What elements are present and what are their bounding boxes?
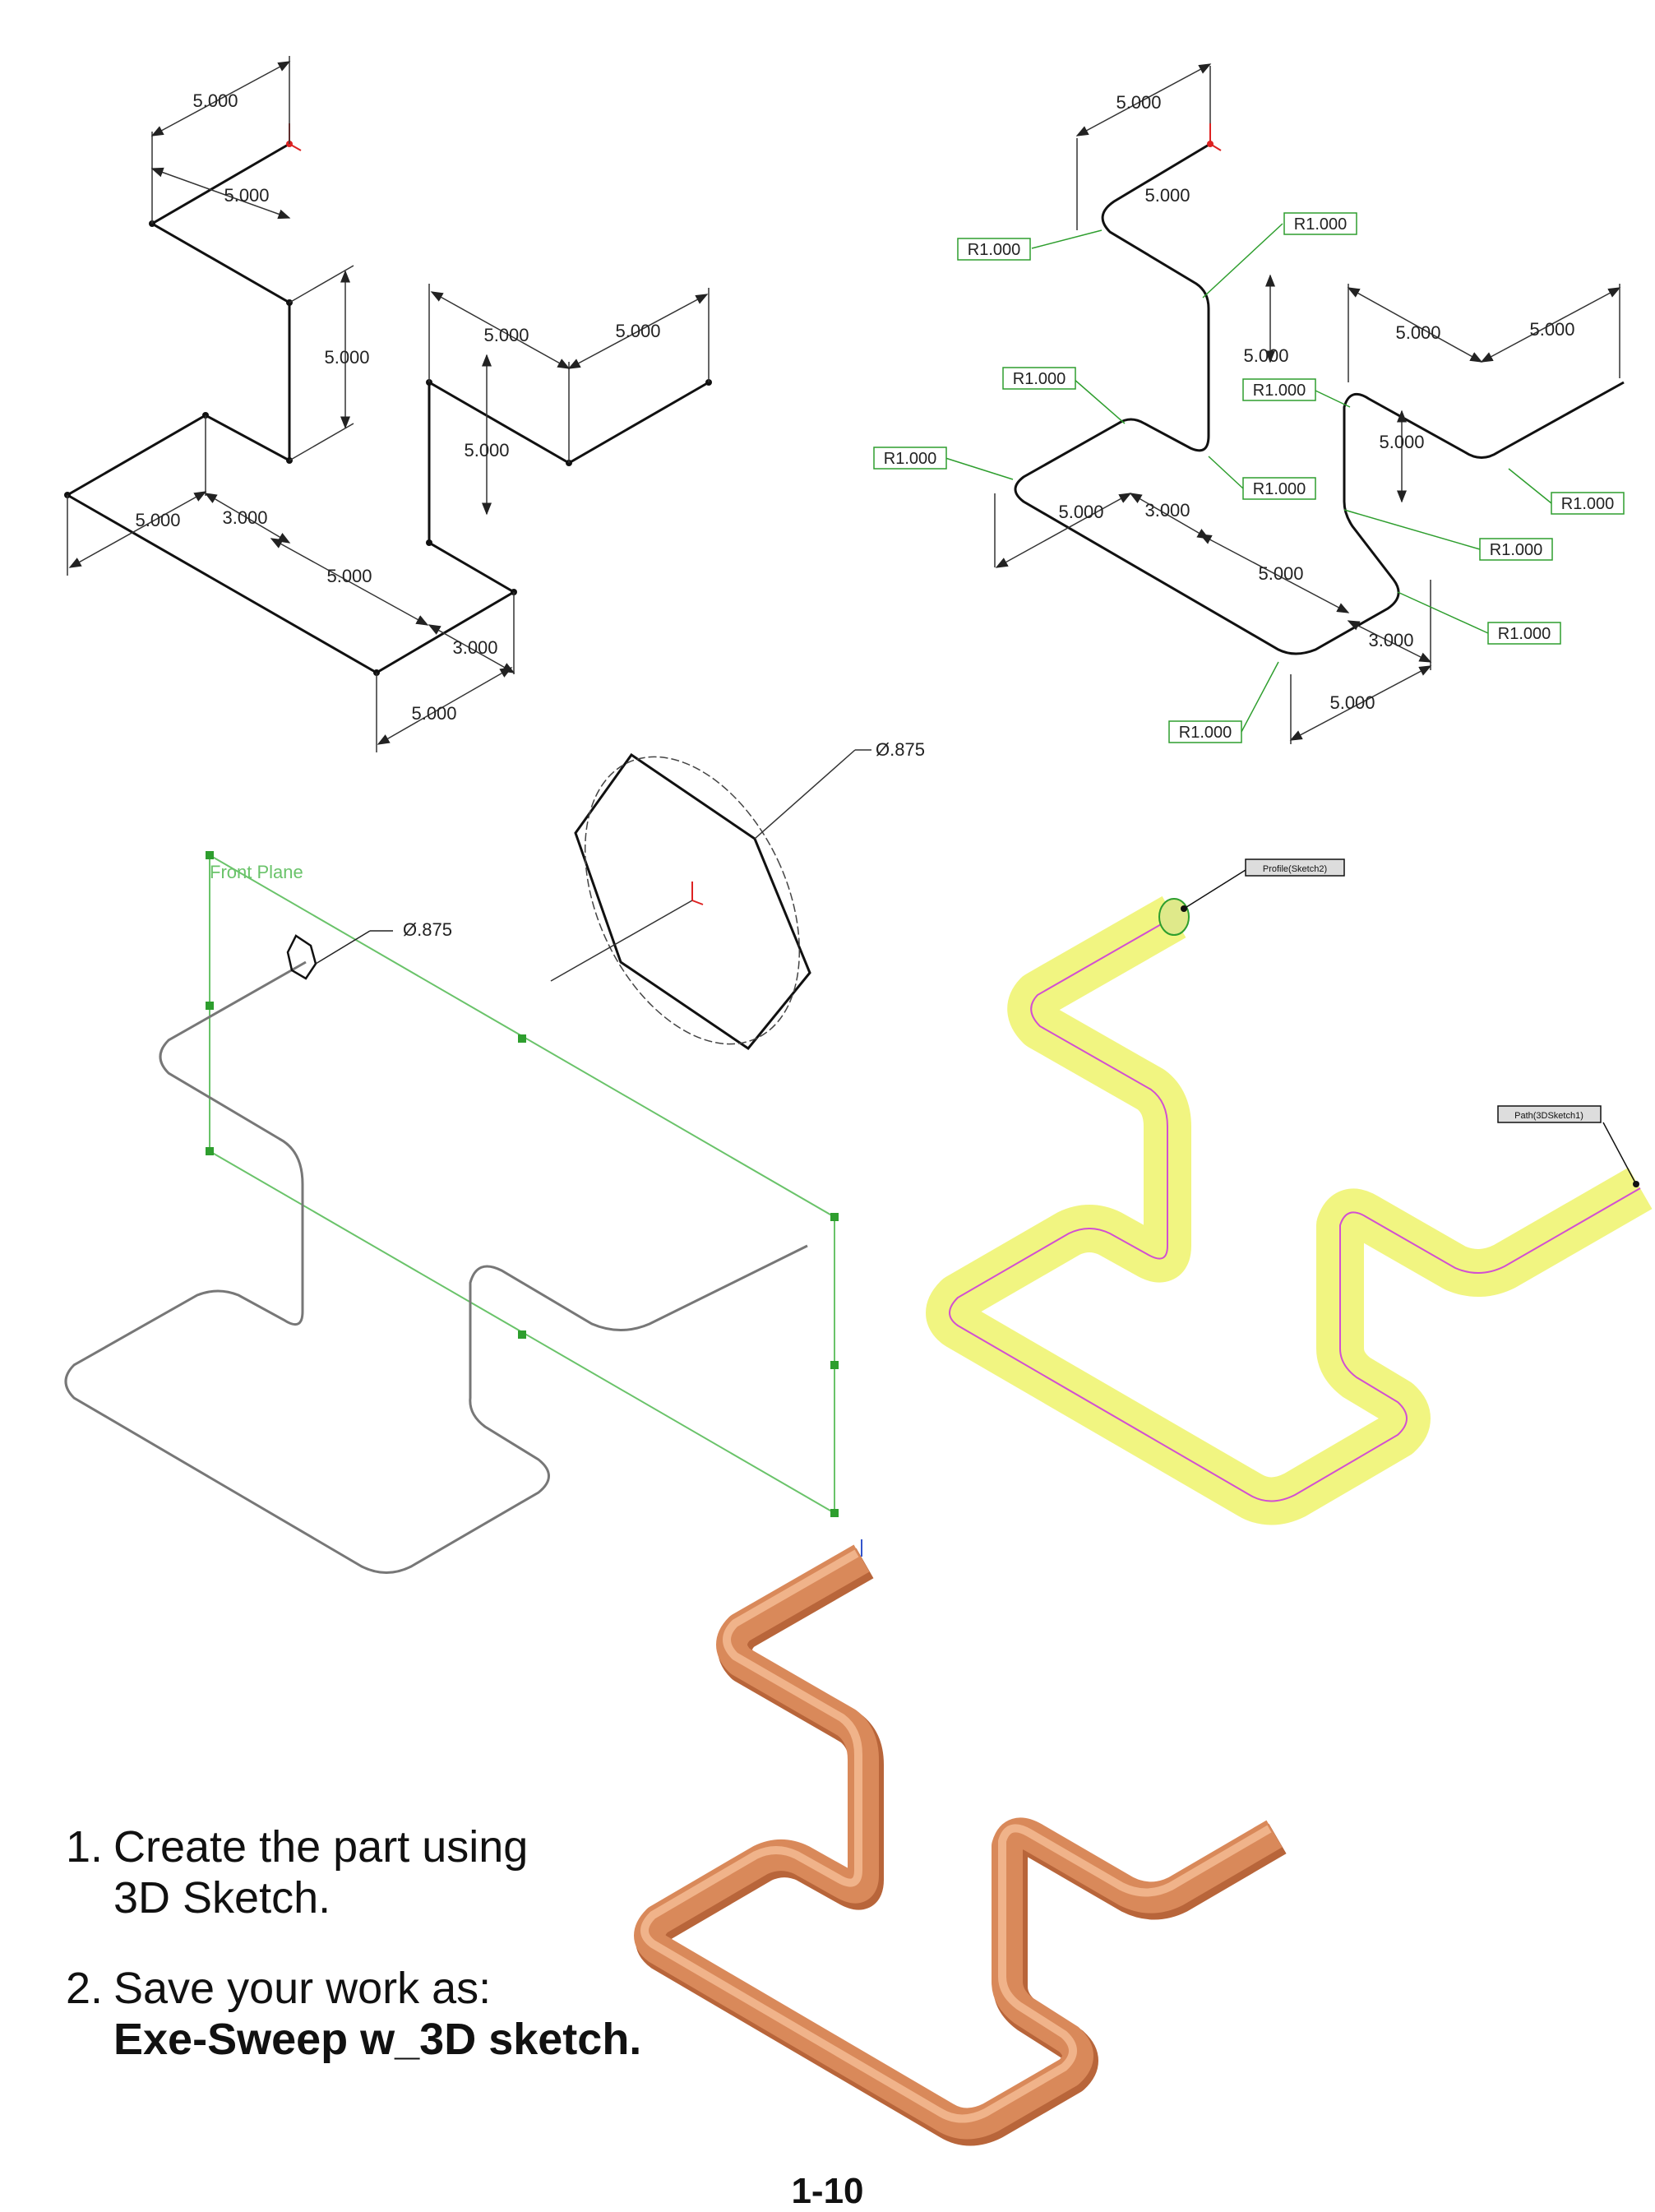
copper-tube <box>634 1544 1283 2140</box>
final-part-view <box>634 1539 1287 2146</box>
page-number: 1-10 <box>791 2171 864 2211</box>
dim-text: 5.000 <box>615 321 660 341</box>
hexagon-small <box>286 934 317 980</box>
svg-text:R1.000: R1.000 <box>1561 495 1615 513</box>
radius-callout: R1.000 <box>873 447 1014 480</box>
svg-text:R1.000: R1.000 <box>968 241 1021 259</box>
sketch-path <box>64 142 710 674</box>
dim-text: 5.000 <box>1329 692 1375 713</box>
step-text: Create the part using <box>113 1822 529 1872</box>
filename-text: Exe-Sweep w_3D sketch. <box>113 2015 642 2064</box>
step-text: Save your work as: <box>113 1964 492 2013</box>
dim-text: 5.000 <box>1144 185 1190 206</box>
svg-text:R1.000: R1.000 <box>1294 215 1348 234</box>
svg-text:Profile(Sketch2): Profile(Sketch2) <box>1263 864 1327 874</box>
dim-text: 5.000 <box>135 510 180 530</box>
dim-text: 3.000 <box>222 507 267 528</box>
dim-text: 3.000 <box>1144 500 1190 521</box>
step-number: 2. <box>66 1964 104 2013</box>
svg-text:R1.000: R1.000 <box>1013 370 1066 388</box>
instruction-step: 1. Create the part using 3D Sketch. <box>66 1821 658 1923</box>
diameter-label: Ø.875 <box>876 739 925 760</box>
filleted-sketch-path <box>1014 142 1625 655</box>
sweep-preview-tube <box>926 895 1653 1525</box>
step-text: 3D Sketch. <box>113 1873 331 1923</box>
radius-callout: R1.000 <box>957 229 1103 261</box>
hexagon-profile <box>574 752 811 1051</box>
plane-view: Front Plane Ø.875 <box>64 851 839 1574</box>
instruction-step: 2. Save your work as: Exe-Sweep w_3D ske… <box>66 1963 658 2065</box>
svg-text:R1.000: R1.000 <box>1490 541 1543 559</box>
svg-text:R1.000: R1.000 <box>1179 724 1232 742</box>
dim-text: 5.000 <box>1058 502 1103 522</box>
dim-text: 5.000 <box>464 440 509 460</box>
dimensioned-path-view: 5.000 5.000 5.000 5.000 5.000 5.000 5.00… <box>64 56 712 752</box>
origin-triad-icon <box>1207 123 1222 151</box>
diameter-label: Ø.875 <box>403 919 452 940</box>
dim-text: 5.000 <box>1258 563 1303 584</box>
svg-text:R1.000: R1.000 <box>884 450 937 468</box>
sketch-path-gray <box>64 960 808 1574</box>
dim-text: 5.000 <box>192 90 238 111</box>
svg-text:R1.000: R1.000 <box>1253 480 1306 498</box>
profile-circle <box>584 756 801 1045</box>
svg-text:R1.000: R1.000 <box>1498 625 1551 643</box>
dim-text: 5.000 <box>326 566 372 586</box>
dim-text: 5.000 <box>1116 92 1161 113</box>
path-tag: Path(3DSketch1) <box>1497 1105 1639 1187</box>
radius-callout: R1.000 <box>1168 661 1279 743</box>
step-number: 1. <box>66 1822 104 1872</box>
dim-text: 5.000 <box>1395 322 1440 343</box>
sweep-preview-view: Profile(Sketch2) Path(3DSketch1) <box>926 858 1653 1525</box>
dim-text: 5.000 <box>324 347 369 368</box>
plane-label: Front Plane <box>210 862 303 882</box>
dim-text: 5.000 <box>1243 345 1288 366</box>
dim-text: 5.000 <box>1379 432 1424 452</box>
svg-text:R1.000: R1.000 <box>1253 382 1306 400</box>
radius-callout: R1.000 <box>1343 509 1553 561</box>
profile-detail-view: Ø.875 <box>550 739 925 1051</box>
dim-text: 3.000 <box>1368 630 1413 650</box>
dim-text: 5.000 <box>224 185 269 206</box>
dim-text: 5.000 <box>411 703 456 724</box>
radius-callout: R1.000 <box>1202 212 1357 298</box>
instructions: 1. Create the part using 3D Sketch. 2. S… <box>66 1821 658 2104</box>
dim-text: 5.000 <box>483 325 529 345</box>
svg-text:Path(3DSketch1): Path(3DSketch1) <box>1514 1111 1583 1121</box>
dim-text: 5.000 <box>1529 319 1574 340</box>
radius-callout: R1.000 <box>1508 468 1625 515</box>
origin-triad-icon <box>691 882 704 905</box>
profile-tag: Profile(Sketch2) <box>1181 858 1345 912</box>
filleted-path-view: 5.000 5.000 5.000 5.000 5.000 5.000 3.00… <box>873 63 1625 744</box>
radius-callout: R1.000 <box>1208 456 1316 500</box>
copper-tube-highlight <box>640 1549 1272 2123</box>
sweep-path-line <box>949 916 1641 1502</box>
radius-callout: R1.000 <box>1397 591 1561 645</box>
radius-callout: R1.000 <box>1002 367 1126 424</box>
dim-text: 3.000 <box>452 637 497 658</box>
radius-callout: R1.000 <box>1242 378 1351 408</box>
